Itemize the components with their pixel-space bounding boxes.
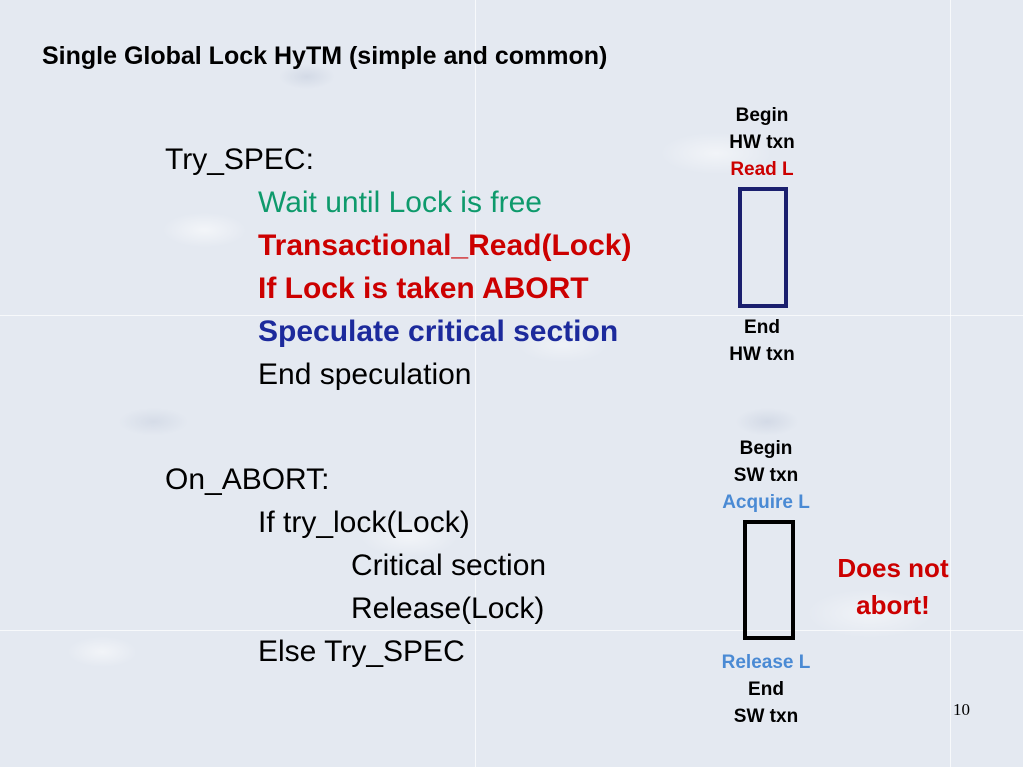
hw-transaction-box [738, 187, 788, 308]
note-line-1: Does not [837, 553, 949, 583]
hw-begin-text: Begin [735, 105, 789, 126]
sw-txn-text: SW txn [733, 465, 799, 486]
try-spec-header: Try_SPEC: [165, 143, 314, 176]
sw-end-txn-text: SW txn [733, 706, 799, 727]
sw-begin-text: Begin [739, 438, 793, 459]
background-seam [0, 315, 1023, 316]
code-line-transactional-read: Transactional_Read(Lock) [258, 229, 632, 262]
slide-title: Single Global Lock HyTM (simple and comm… [42, 42, 608, 70]
sw-end-text: End [748, 679, 784, 700]
note-line-2: abort! [856, 590, 930, 620]
code-line-critical-section: Critical section [351, 549, 547, 582]
code-line-end-speculation: End speculation [258, 358, 472, 391]
on-abort-header: On_ABORT: [165, 463, 330, 496]
sw-transaction-box [743, 520, 795, 640]
sw-release-lock-text: Release L [721, 652, 811, 673]
code-line-speculate: Speculate critical section [258, 315, 619, 348]
sw-acquire-lock-text: Acquire L [722, 492, 810, 513]
hw-end-txn-text: HW txn [729, 344, 795, 365]
background-seam [950, 0, 951, 767]
background-seam [475, 0, 476, 767]
sw-txn-end-label: Release L End SW txn [706, 649, 826, 730]
hw-end-text: End [744, 317, 780, 338]
code-line-abort-check: If Lock is taken ABORT [258, 272, 589, 305]
page-number: 10 [953, 700, 970, 719]
hw-txn-begin-label: Begin HW txn Read L [712, 102, 812, 183]
background-seam [0, 630, 1023, 631]
sw-txn-begin-label: Begin SW txn Acquire L [706, 435, 826, 516]
code-line-release: Release(Lock) [351, 592, 545, 625]
hw-txn-end-label: End HW txn [712, 314, 812, 368]
hw-txn-text: HW txn [729, 132, 795, 153]
code-line-else: Else Try_SPEC [258, 635, 465, 668]
hw-read-lock-text: Read L [730, 159, 794, 180]
code-line-try-lock: If try_lock(Lock) [258, 506, 470, 539]
does-not-abort-note: Does not abort! [818, 550, 968, 624]
code-line-wait: Wait until Lock is free [258, 186, 542, 219]
